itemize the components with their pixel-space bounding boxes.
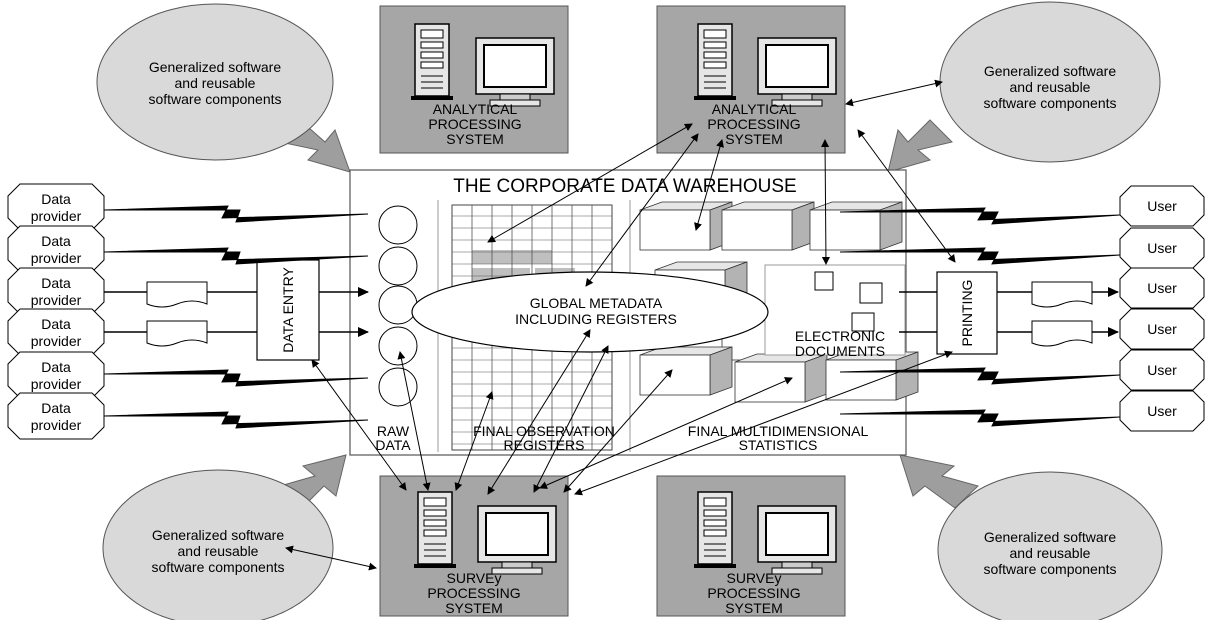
user-label: User — [1147, 321, 1177, 337]
user: User — [1120, 309, 1204, 349]
provider-label: provider — [31, 417, 82, 433]
statistics-cube — [735, 354, 827, 402]
system-text: ANALYTICAL — [712, 101, 797, 117]
user-label: User — [1147, 198, 1177, 214]
component-circle-bottom-left: Generalized software and reusable softwa… — [103, 470, 333, 620]
provider-label: provider — [31, 333, 82, 349]
printing-label: PRINTING — [959, 280, 975, 347]
provider-label: provider — [31, 250, 82, 266]
provider-label: Data — [41, 400, 71, 416]
user: User — [1120, 350, 1204, 390]
registers-label: REGISTERS — [504, 437, 585, 453]
metadata-label: GLOBAL METADATA — [530, 295, 663, 311]
statistics-cube — [722, 202, 814, 250]
component-text: Generalized software — [152, 527, 285, 543]
system-text: SYSTEM — [445, 600, 503, 616]
printing-box: PRINTING — [937, 272, 997, 354]
component-text: Generalized software — [984, 529, 1117, 545]
raw-data-circle — [379, 206, 417, 244]
provider-label: provider — [31, 208, 82, 224]
warehouse-title: THE CORPORATE DATA WAREHOUSE — [453, 176, 796, 197]
provider-label: Data — [41, 359, 71, 375]
document-icon — [1032, 282, 1092, 307]
user-label: User — [1147, 403, 1177, 419]
component-text: software components — [148, 91, 281, 107]
system-text: PROCESSING — [707, 116, 800, 132]
component-text: and reusable — [1010, 545, 1091, 561]
component-text: software components — [983, 95, 1116, 111]
electronic-documents-label: DOCUMENTS — [795, 343, 885, 359]
survey-system-left: SURVEy PROCESSING SYSTEM — [380, 476, 568, 616]
raw-data-circle — [379, 247, 417, 285]
component-text: software components — [983, 561, 1116, 577]
survey-system-right: SURVEy PROCESSING SYSTEM — [657, 476, 845, 616]
global-metadata: GLOBAL METADATA INCLUDING REGISTERS — [412, 272, 768, 352]
statistics-label: STATISTICS — [739, 437, 818, 453]
system-text: PROCESSING — [428, 116, 521, 132]
statistics-cube — [640, 202, 732, 250]
component-text: software components — [151, 559, 284, 575]
system-text: SYSTEM — [725, 131, 783, 147]
user: User — [1120, 228, 1204, 268]
document-icon — [147, 321, 207, 346]
provider-label: provider — [31, 376, 82, 392]
user-label: User — [1147, 240, 1177, 256]
component-circle-top-right: Generalized software and reusable softwa… — [940, 2, 1160, 162]
user: User — [1120, 391, 1204, 431]
raw-data-circles — [379, 206, 417, 406]
component-text: Generalized software — [984, 63, 1117, 79]
electronic-documents-label: ELECTRONIC — [795, 328, 885, 344]
provider-label: Data — [41, 233, 71, 249]
system-text: SURVEy — [447, 570, 502, 586]
system-text: SYSTEM — [446, 131, 504, 147]
component-text: and reusable — [175, 75, 256, 91]
component-circle-top-left: Generalized software and reusable softwa… — [97, 4, 333, 160]
component-text: and reusable — [178, 543, 259, 559]
provider-label: provider — [31, 292, 82, 308]
provider-label: Data — [41, 316, 71, 332]
component-circle-bottom-right: Generalized software and reusable softwa… — [938, 472, 1162, 620]
raw-data-circle — [379, 368, 417, 406]
statistics-cube — [826, 352, 918, 400]
user: User — [1120, 268, 1204, 308]
analytical-system-left: ANALYTICAL PROCESSING SYSTEM — [380, 6, 568, 153]
user-label: User — [1147, 280, 1177, 296]
statistics-cube — [640, 347, 732, 395]
metadata-label: INCLUDING REGISTERS — [515, 311, 677, 327]
data-entry-label: DATA ENTRY — [280, 267, 296, 353]
provider-label: Data — [41, 275, 71, 291]
raw-data-circle — [379, 327, 417, 365]
user-label: User — [1147, 362, 1177, 378]
system-text: PROCESSING — [707, 585, 800, 601]
data-entry-box: DATA ENTRY — [257, 260, 319, 360]
big-arrow-top-right — [888, 120, 952, 172]
analytical-system-right: ANALYTICAL PROCESSING SYSTEM — [657, 6, 845, 153]
component-text: and reusable — [1010, 79, 1091, 95]
provider-label: Data — [41, 191, 71, 207]
user: User — [1120, 186, 1204, 226]
data-providers: DataproviderDataproviderDataproviderData… — [8, 184, 104, 439]
system-text: ANALYTICAL — [433, 101, 518, 117]
raw-data-circle — [379, 286, 417, 324]
system-text: SURVEy — [727, 570, 782, 586]
system-text: SYSTEM — [725, 600, 783, 616]
electronic-documents: ELECTRONIC DOCUMENTS — [765, 265, 905, 359]
document-icon — [147, 282, 207, 307]
raw-data-label: DATA — [375, 437, 411, 453]
statistics-cube — [810, 202, 902, 250]
document-icon — [1032, 321, 1092, 346]
system-text: PROCESSING — [427, 585, 520, 601]
component-text: Generalized software — [149, 59, 282, 75]
